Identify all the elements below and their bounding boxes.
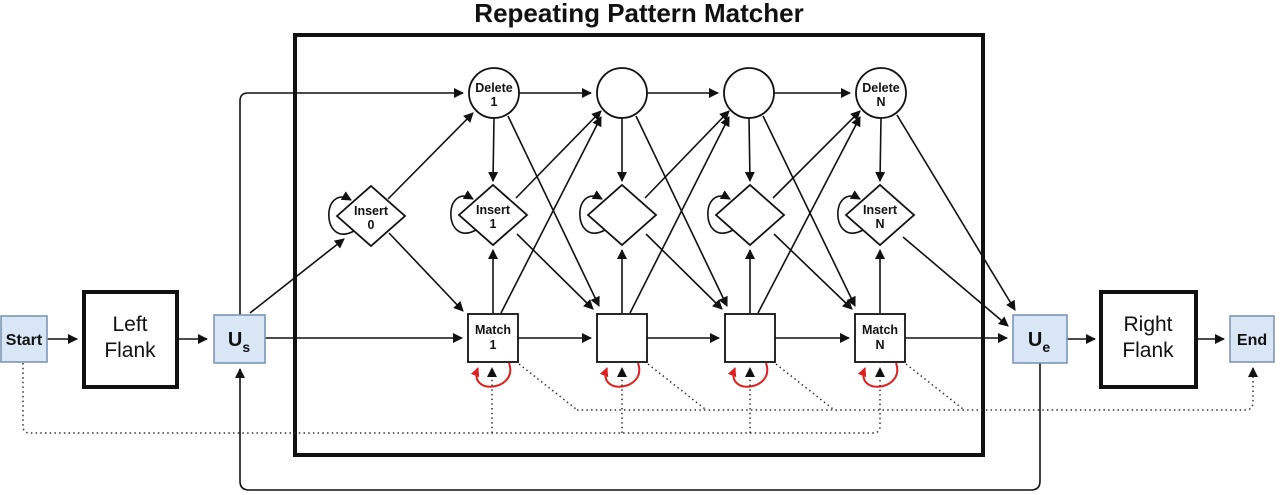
insert1-label-line2: 1 <box>490 217 497 231</box>
edge-ustart-insert0 <box>249 238 345 314</box>
diagram-title: Repeating Pattern Matcher <box>474 0 803 28</box>
selfloop-insert2 <box>579 190 606 234</box>
match1-node <box>467 313 519 363</box>
dotted-matchN-out <box>905 363 964 410</box>
insert0-label-line1: Insert <box>354 204 389 218</box>
deleteN-label-line2: N <box>876 95 885 109</box>
edge-deleteN-uend <box>896 114 1016 311</box>
insert1-node <box>457 183 529 247</box>
matcher-bounding-box <box>293 33 985 457</box>
insertN-label-line1: Insert <box>863 203 898 217</box>
edge-uend-ustart-return <box>235 363 1041 491</box>
unit-end-label: Ue <box>1028 329 1050 355</box>
edge-delete3-insert3 <box>744 117 755 182</box>
dotted-match1-out <box>518 363 577 410</box>
edge-insertN-uend <box>902 236 1009 327</box>
selfloop-match2 <box>599 362 641 388</box>
selfloop-match1 <box>470 362 512 388</box>
insert2-node <box>586 183 658 247</box>
selfloop-match3 <box>727 362 769 388</box>
edge-insert3-deleteN <box>772 110 861 199</box>
delete1-label-line2: 1 <box>491 95 498 109</box>
left-flank-label-line2: Flank <box>104 339 156 362</box>
insertN-label-line2: N <box>875 217 884 231</box>
transition-edges <box>47 88 1225 491</box>
start-label: Start <box>6 332 43 349</box>
match-selfloops-red <box>470 362 899 388</box>
selfloop-insert1 <box>450 190 477 234</box>
edge-match1-delete2 <box>500 116 602 314</box>
edge-ustart-delete1 <box>239 88 464 315</box>
left-flank-label-line1: Left <box>112 313 147 336</box>
edge-deleteN-insertN <box>875 117 886 182</box>
dotted-skip-edges <box>22 363 1258 434</box>
edge-insert2-match3 <box>645 233 723 310</box>
selfloop-insertN <box>837 190 864 234</box>
right-flank-label-line2: Flank <box>1122 339 1174 362</box>
insert0-node <box>335 184 407 248</box>
match3-node <box>724 313 776 363</box>
delete3-node <box>723 67 775 119</box>
insert-states: Insert 0 Insert 1 Insert N <box>335 183 916 248</box>
right-flank-node <box>1099 290 1198 389</box>
insertN-node <box>844 183 916 247</box>
edge-delete3-matchN <box>762 115 856 307</box>
edge-insert2-delete3 <box>644 110 730 199</box>
unit-end-node <box>1012 314 1068 364</box>
match-states: Match 1 Match N <box>467 313 906 363</box>
matchN-label-line2: N <box>875 338 884 352</box>
delete1-node <box>468 67 520 119</box>
match2-node <box>596 313 648 363</box>
dotted-matches-end <box>577 367 1258 411</box>
matchN-label-line1: Match <box>862 323 898 337</box>
match1-label-line2: 1 <box>490 338 497 352</box>
dotted-match2-out <box>647 363 706 410</box>
edge-insert0-delete1 <box>387 112 474 200</box>
selfloop-insert3 <box>707 190 734 234</box>
right-flank-label-line1: Right <box>1123 313 1172 336</box>
unit-start-node <box>213 314 266 364</box>
edge-insert1-delete2 <box>515 110 602 199</box>
insert3-node <box>714 183 786 247</box>
edge-insert0-match1 <box>388 232 464 312</box>
edge-match3-deleteN <box>757 116 861 314</box>
edge-match2-delete3 <box>629 116 730 314</box>
selfloop-matchN <box>857 362 899 388</box>
insert0-label-line2: 0 <box>368 218 375 232</box>
dotted-start-matchN <box>22 363 885 434</box>
delete2-node <box>596 67 648 119</box>
edge-insert3-matchN <box>773 233 853 310</box>
end-node <box>1229 315 1275 363</box>
unit-start-label: Us <box>228 329 250 355</box>
end-label: End <box>1237 332 1267 349</box>
insert1-label-line1: Insert <box>476 203 511 217</box>
deleteN-label-line1: Delete <box>862 81 900 95</box>
dotted-match3-out <box>775 363 834 410</box>
edge-delete1-insert1 <box>488 117 499 182</box>
start-node <box>0 315 48 363</box>
matchN-node <box>854 313 906 363</box>
selfloop-insert0 <box>328 191 355 235</box>
deleteN-node <box>855 67 907 119</box>
left-flank-node <box>82 290 179 389</box>
delete-states: Delete 1 Delete N <box>468 67 907 119</box>
match1-label-line1: Match <box>475 323 511 337</box>
delete1-label-line1: Delete <box>475 81 513 95</box>
edge-insert1-match2 <box>516 233 594 310</box>
